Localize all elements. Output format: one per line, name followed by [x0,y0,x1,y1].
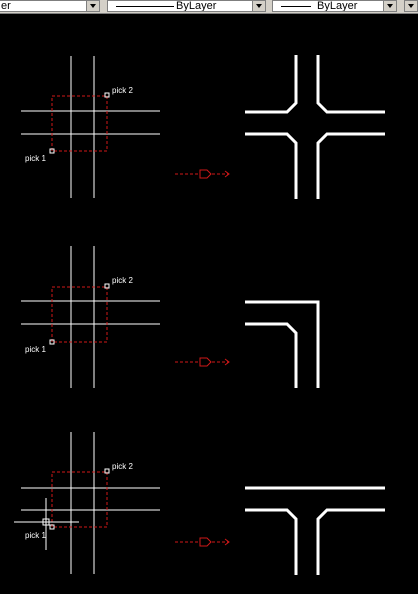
pick2-label: pick 2 [112,276,133,285]
lineweight-preview [281,6,311,7]
lineweight-combo[interactable]: ByLayer [272,0,397,12]
input-lines [21,56,160,198]
linetype-preview [116,6,174,7]
selection-window [51,471,108,528]
pick2-grip[interactable] [104,468,110,474]
pick1-label: pick 1 [25,531,46,540]
chevron-down-icon[interactable] [252,1,265,11]
pick2-label: pick 2 [112,86,133,95]
example-cross: pick 2 pick 1 [21,55,385,199]
example-tee: pick 2 pick 1 [14,432,385,575]
linetype-combo-text: ByLayer [176,0,217,12]
result-arrow-icon [175,169,230,179]
pick1-grip[interactable] [49,339,55,345]
color-combo[interactable]: er [0,0,100,12]
selection-window [51,95,108,152]
lineweight-combo-text: ByLayer [317,0,358,12]
result-lines [245,55,385,199]
example-corner: pick 2 pick 1 [21,246,320,388]
result-arrow-icon [175,357,230,367]
input-lines [21,246,160,388]
pick2-label: pick 2 [112,462,133,471]
pick2-grip[interactable] [104,92,110,98]
pick2-grip[interactable] [104,283,110,289]
chevron-down-icon[interactable] [86,1,99,11]
crosshair-cursor-icon [14,498,79,550]
pick1-grip[interactable] [49,524,55,530]
pick1-grip[interactable] [49,148,55,154]
plotstyle-dropdown-button[interactable] [404,0,418,12]
result-lines [245,486,385,575]
color-combo-text: er [1,0,11,12]
result-arrow-icon [175,537,230,547]
chevron-down-icon[interactable] [383,1,396,11]
properties-toolbar: er ByLayer ByLayer [0,0,418,14]
input-lines [21,432,160,574]
selection-window [51,286,108,343]
linetype-combo[interactable]: ByLayer [107,0,266,12]
pick1-label: pick 1 [25,345,46,354]
pick1-label: pick 1 [25,154,46,163]
drawing-canvas[interactable]: pick 2 pick 1 pick 2 pick 1 [0,14,418,594]
result-lines [245,300,320,388]
